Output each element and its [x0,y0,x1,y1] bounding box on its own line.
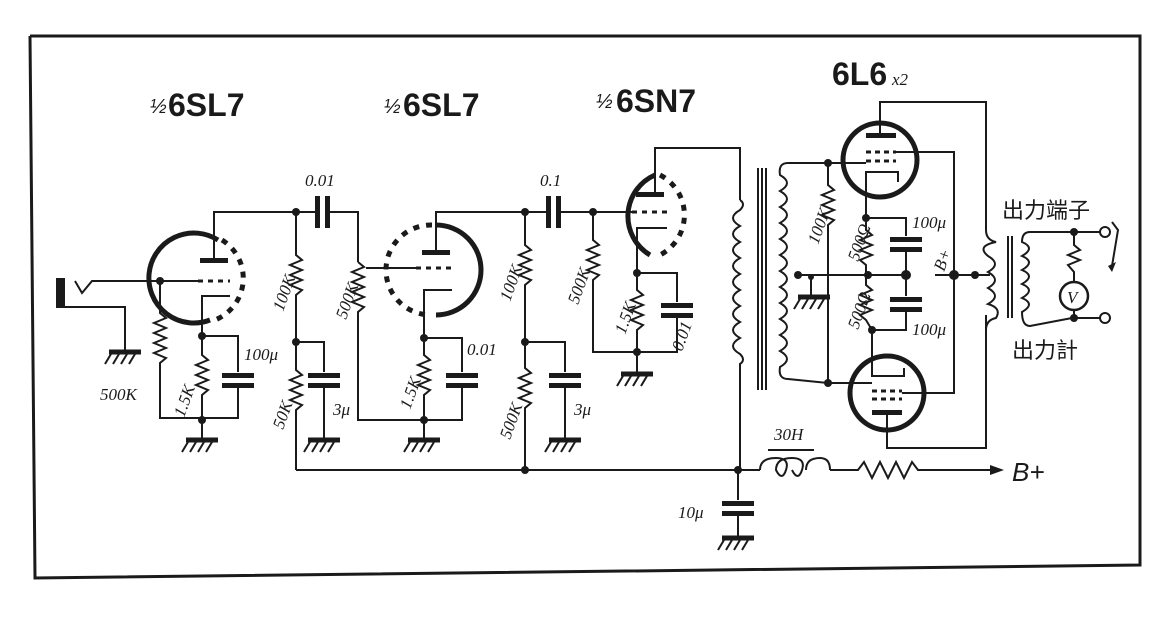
tube-label-v4: 6L6 x2 [832,56,909,92]
resistor-decoupling-v2: 500K [496,342,534,470]
label-meter-symbol: V [1067,288,1080,307]
tube-v2-fraction: ½ [384,96,401,118]
label-grid-resistor-v4: 100K [804,204,835,247]
capacitor-decoupling-v1: 3μ [296,341,350,452]
tube-label-v2: ½ 6SL7 [384,87,479,123]
capacitor-coupling-v1: 0.01 [296,171,359,262]
label-output-terminal: 出力端子 [1002,199,1090,224]
capacitor-cathode-v1: 100μ [202,335,278,419]
bplus-tap: B+ [930,246,966,276]
node [521,466,529,474]
tube-v4a-symbol [828,101,987,270]
label-cathode-cap-v4-top: 100μ [912,213,946,232]
label-cathode-cap-v3: 0.01 [668,319,696,353]
output-transformer [966,229,1073,331]
label-filter-cap: 10μ [678,503,704,522]
output-terminal-bottom[interactable] [1099,312,1111,324]
label-cathode-cap-v4-bottom: 100μ [912,320,946,339]
output-terminal-top[interactable] [1099,226,1111,238]
label-decoupling-cap-v2: 3μ [573,400,591,419]
tube-v3-name: 6SN7 [616,83,696,119]
label-cathode-cap-v1: 100μ [244,345,278,364]
tube-v2-symbol [383,211,525,318]
bplus-arrow-icon [990,465,1004,475]
label-bplus-tap: B+ [930,246,955,273]
resistor-cathode-v4-top: 500Ω [844,218,875,275]
label-choke: 30H [773,425,805,444]
tube-v4b-symbol [828,270,987,449]
filter-capacitor: 10μ [678,470,754,550]
resistor-cathode-v3: 1.5K [611,273,646,352]
resistor-cathode-v4-bottom: 500Ω [844,275,875,331]
tube-label-v3: ½ 6SN7 [596,83,696,119]
label-grid-resistor-v3: 500K [564,264,595,307]
node [949,270,959,280]
capacitor-cathode-v3: 0.01 [637,272,696,353]
capacitor-cathode-v2: 0.01 [424,337,497,421]
tube-v1-name: 6SL7 [168,87,244,123]
output-switch-arrow [1111,221,1120,267]
tube-v3-fraction: ½ [596,91,613,113]
label-cathode-cap-v2: 0.01 [467,340,497,359]
resistor-cathode-v2: 1.5K [396,310,433,420]
resistor-grid-v4: 100K [804,163,837,383]
input-jack-icon [56,278,160,364]
label-cathode-resistor-v1: 1.5K [170,381,200,420]
label-cathode-resistor-v2: 1.5K [396,373,426,412]
tube-v4-name: 6L6 [832,56,887,92]
output-meter-icon: V [1058,280,1090,318]
tube-v1-fraction: ½ [150,96,167,118]
label-output-meter: 出力計 [1012,339,1078,364]
resistor-cathode-v1: 1.5K [170,311,211,430]
label-decoupling-resistor-v2: 500K [496,399,527,442]
dropping-resistor [830,459,990,481]
label-coupling-cap-v2: 0.1 [540,171,561,190]
output-load-resistor [1065,232,1083,282]
label-cathode-resistor-v4-top: 500Ω [844,221,875,263]
label-bplus-supply: B+ [1012,457,1045,487]
label-coupling-cap-v1: 0.01 [305,171,335,190]
tube-v4-multiplier: x2 [891,70,909,89]
tube-v1-symbol [146,211,296,326]
tube-v3-symbol [593,147,741,273]
frame-border [28,34,1142,580]
resistor-grid-v1: 500K [100,281,202,419]
tube-v2-name: 6SL7 [403,87,479,123]
capacitor-decoupling-v2: 3μ [525,341,591,452]
resistor-plate-v1: 100K [269,212,305,340]
label-decoupling-cap-v1: 3μ [332,400,350,419]
capacitor-coupling-v2: 0.1 [525,171,593,228]
interstage-transformer [732,162,829,470]
filter-choke: 30H [759,425,831,477]
tube-label-v1: ½ 6SL7 [150,87,244,123]
label-grid-resistor-v1: 500K [100,385,139,404]
resistor-plate-v2: 100K [496,212,534,340]
capacitor-cathode-v4-bottom: 100μ [872,275,946,339]
